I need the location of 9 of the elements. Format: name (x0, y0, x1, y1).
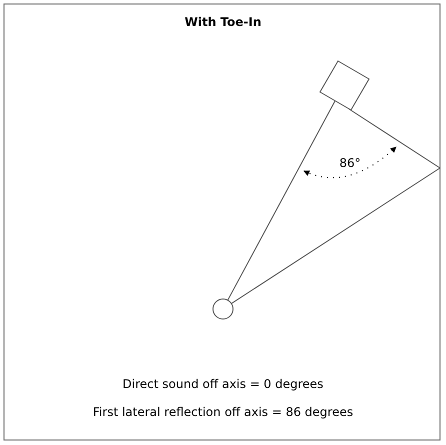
sound-path-line (348, 108, 440, 168)
angle-label: 86° (339, 156, 361, 170)
note-text: Direct sound off axis = 0 degrees (122, 377, 324, 391)
sound-path-line (227, 100, 336, 301)
sound-path-line (230, 168, 440, 304)
speaker-box (319, 60, 370, 111)
note-text: First lateral reflection off axis = 86 degrees (92, 405, 354, 419)
listener-circle (212, 298, 234, 320)
diagram-title: With Toe-In (184, 15, 262, 29)
